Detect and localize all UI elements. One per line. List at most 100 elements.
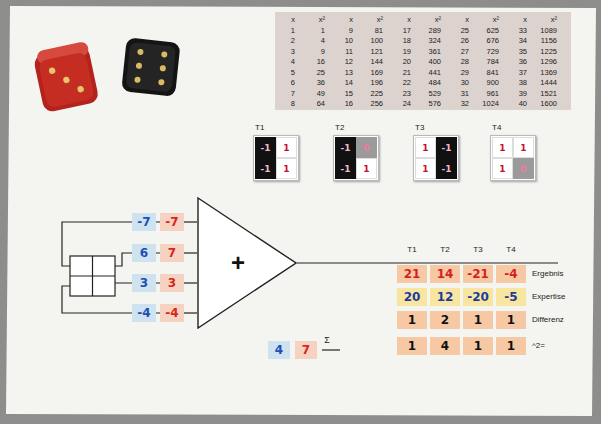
table-cell: x² xyxy=(413,15,441,24)
value-text: 1 xyxy=(283,143,289,153)
weight-value: 7 xyxy=(160,244,184,262)
weighted-input-wire xyxy=(184,221,197,222)
table-cell: 1521 xyxy=(529,89,557,98)
squares-table: xx²112439416525636749864xx²9811010011121… xyxy=(275,12,571,110)
result-cell: 4 xyxy=(430,337,460,355)
value-text: -4 xyxy=(504,267,517,281)
tile-card: T31-11-1 xyxy=(413,135,459,181)
input-value: -4 xyxy=(132,304,156,322)
tile-cell: 1 xyxy=(492,158,513,179)
input-grid xyxy=(70,256,115,296)
table-cell: 26 xyxy=(455,36,469,45)
table-cell: 289 xyxy=(413,26,441,35)
value-text: 1 xyxy=(283,164,289,174)
input-wires xyxy=(62,222,558,350)
table-cell: 12 xyxy=(339,57,353,66)
table-cell: 784 xyxy=(471,57,499,66)
value-text: -1 xyxy=(261,143,271,153)
value-text: 3 xyxy=(168,276,176,290)
value-text: 0 xyxy=(520,164,526,174)
tile-cell: 0 xyxy=(513,158,534,179)
input-value: -7 xyxy=(132,213,156,231)
tile-cell: -1 xyxy=(436,137,457,158)
table-cell: 1600 xyxy=(529,99,557,108)
table-cell: x² xyxy=(355,15,383,24)
sum-symbol: Σ xyxy=(324,335,330,345)
result-cell: 1 xyxy=(463,337,493,355)
input-value: 6 xyxy=(132,244,156,262)
input-value: 4 xyxy=(268,341,290,359)
value-text: 14 xyxy=(437,267,454,281)
value-text: 1 xyxy=(408,339,416,353)
table-cell: 1089 xyxy=(529,26,557,35)
table-cell: 25 xyxy=(297,68,325,77)
table-cell: 10 xyxy=(339,36,353,45)
table-cell: 729 xyxy=(471,47,499,56)
table-cell: 3 xyxy=(281,47,295,56)
result-cell: 12 xyxy=(430,288,460,306)
table-cell: 100 xyxy=(355,36,383,45)
tile-cell: 1 xyxy=(513,137,534,158)
table-cell: x xyxy=(397,15,411,24)
value-text: 1 xyxy=(474,313,482,327)
table-cell: x² xyxy=(471,15,499,24)
table-cell: 16 xyxy=(339,99,353,108)
weight-value: -7 xyxy=(160,213,184,231)
table-cell: 6 xyxy=(281,78,295,87)
value-text: -1 xyxy=(442,164,452,174)
table-cell: 25 xyxy=(455,26,469,35)
table-cell: 34 xyxy=(513,36,527,45)
result-cell: -20 xyxy=(463,288,493,306)
summation-neuron: + xyxy=(197,197,297,329)
table-cell: 35 xyxy=(513,47,527,56)
table-cell: 24 xyxy=(397,99,411,108)
row-label: ^2= xyxy=(532,341,545,351)
table-cell: 16 xyxy=(297,57,325,66)
table-cell: 169 xyxy=(355,68,383,77)
table-cell: 81 xyxy=(355,26,383,35)
table-cell: 361 xyxy=(413,47,441,56)
tile-cell: -1 xyxy=(335,158,356,179)
table-cell: x² xyxy=(529,15,557,24)
result-cell: 2 xyxy=(430,311,460,329)
table-cell: 7 xyxy=(281,89,295,98)
value-text: 0 xyxy=(363,143,369,153)
table-cell: 1296 xyxy=(529,57,557,66)
row-label: Ergebnis xyxy=(532,269,564,279)
table-cell: 400 xyxy=(413,57,441,66)
result-cell: -4 xyxy=(496,265,526,283)
result-cell: 1 xyxy=(496,337,526,355)
table-cell: 961 xyxy=(471,89,499,98)
tile-title: T4 xyxy=(492,123,501,133)
value-text: -4 xyxy=(165,306,178,320)
table-cell: 576 xyxy=(413,99,441,108)
result-cell: 1 xyxy=(397,337,427,355)
table-cell: 225 xyxy=(355,89,383,98)
value-text: -1 xyxy=(442,143,452,153)
result-cell: 1 xyxy=(397,311,427,329)
value-text: 1 xyxy=(507,339,515,353)
weighted-input-wire xyxy=(184,282,197,283)
result-cell: -21 xyxy=(463,265,493,283)
table-cell: 484 xyxy=(413,78,441,87)
table-cell: 324 xyxy=(413,36,441,45)
table-cell: x xyxy=(281,15,295,24)
tile-card: T41110 xyxy=(490,135,536,181)
value-text: 1 xyxy=(422,164,428,174)
table-cell: 21 xyxy=(397,68,411,77)
table-cell: 441 xyxy=(413,68,441,77)
input-value: 3 xyxy=(132,274,156,292)
value-text: 7 xyxy=(168,246,176,260)
table-cell: 23 xyxy=(397,89,411,98)
table-cell: 22 xyxy=(397,78,411,87)
table-cell: 49 xyxy=(297,89,325,98)
value-text: 1 xyxy=(422,143,428,153)
table-cell: 9 xyxy=(297,47,325,56)
column-header: T4 xyxy=(506,245,515,255)
table-cell: 625 xyxy=(471,26,499,35)
table-cell: 9 xyxy=(339,26,353,35)
weighted-input-wire xyxy=(184,312,197,313)
weighted-input-wire xyxy=(184,252,197,253)
table-cell: 15 xyxy=(339,89,353,98)
